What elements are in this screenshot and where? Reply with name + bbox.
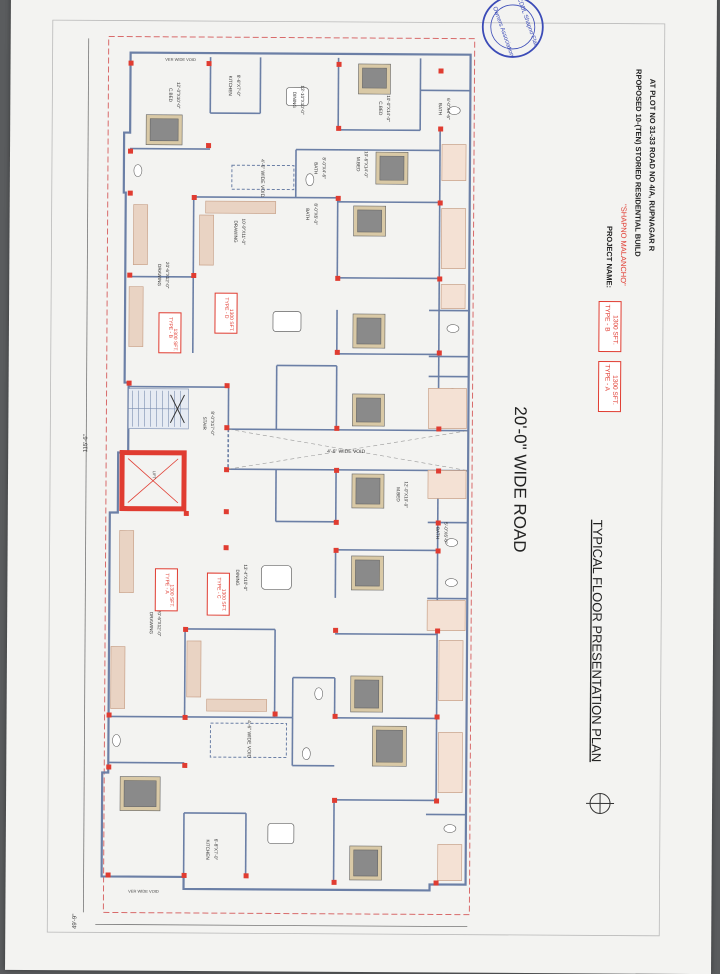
dining-tables xyxy=(260,87,309,843)
cbed2-label: C.BED xyxy=(168,88,173,103)
sheet-title: TYPICAL FLOOR PRESENTATION PLAN xyxy=(589,520,605,763)
stair-size: 8'-0"X17'-0" xyxy=(210,411,215,435)
kitchen2-label: KITCHEN xyxy=(205,839,210,859)
type-a-area: 1300 SFT. xyxy=(168,584,174,607)
legend-type-a-area: 1300 SFT. xyxy=(611,375,618,405)
bath-size: 6'-0"X4'-6" xyxy=(446,98,451,120)
project-name: "SHAPNO MALANCHO" xyxy=(619,204,629,286)
top-void-label: 4'-6" WIDE VOID xyxy=(259,159,265,197)
bath3-size: 8'-0"X6'-0" xyxy=(313,203,318,225)
cbed-size: 10'-0"X14'-0" xyxy=(386,95,391,122)
stair-treads xyxy=(128,389,188,429)
stair-label: STAIR xyxy=(202,417,207,431)
bottom-void-label: 4'-6" WIDE VOID xyxy=(246,720,252,758)
bath4-label: BATH xyxy=(435,527,440,539)
legend-type-b-area: 1300 SFT. xyxy=(611,315,618,345)
overall-width-dim-line xyxy=(95,924,467,926)
cbed-label: C.BED xyxy=(378,101,383,116)
kitchen2-size: 6'-8"X7'-0" xyxy=(213,839,218,861)
type-b-area: 1300 SFT. xyxy=(172,328,178,351)
drawing3-label: DRAWING xyxy=(149,612,154,634)
bath3-label: BATH xyxy=(305,208,310,220)
drawing3-size: 20'-6"X12'-0" xyxy=(157,610,162,637)
dining2-label: DINING xyxy=(235,569,240,586)
legend-type-b: TYPE - B xyxy=(603,304,610,331)
bath-label: BATH xyxy=(438,103,443,115)
bath2-size: 8'-0"X4'-6" xyxy=(322,157,327,179)
dining-size: 13'-10"X10'-0" xyxy=(300,85,305,114)
legend: TYPE - A 1300 SFT. TYPE - B 1300 SFT. xyxy=(598,301,621,411)
mbed2-label: M.BED xyxy=(396,487,401,502)
project-heading: PROJECT NAME: xyxy=(605,226,614,288)
drawing-label: DRAWING xyxy=(157,264,162,286)
floor-plan-drawing: 115'-6" 49'-9" 4'-6" WIDE VOID xyxy=(5,0,717,956)
dining-label: DINING xyxy=(292,92,297,109)
drawing2-label: DRAWING xyxy=(233,220,238,242)
dining2-size: 13'-4"X10'-0" xyxy=(243,564,248,591)
project-info: PROJECT NAME: "SHAPNO MALANCHO" RPOPOSED… xyxy=(605,69,658,288)
mbed-size: 10'-6"X14'-0" xyxy=(364,151,369,178)
type-d-area: 1300 SFT. xyxy=(228,309,234,332)
mid-void-label: 4'-6" WIDE VOID xyxy=(327,449,365,455)
project-line-2: AT PLOT NO 31-33 ROAD NO 4/A, RUPNAGAR R xyxy=(647,79,657,252)
project-line-1: RPOPOSED 10-(TEN) STORIED RESIDENTIAL BU… xyxy=(633,69,643,257)
overall-length-dim: 115'-6" xyxy=(83,434,89,452)
verandahs xyxy=(426,144,468,880)
kitchen-size: 8'-6"X7'-0" xyxy=(236,75,241,97)
overall-length-dim-line xyxy=(83,38,88,912)
drawing-size: 20'-6"X12'-0" xyxy=(165,262,170,289)
road-label: 20'-0" WIDE ROAD xyxy=(510,406,530,552)
drawing-sheet: 115'-6" 49'-9" 4'-6" WIDE VOID xyxy=(5,0,717,974)
kitchen-label: KITCHEN xyxy=(228,76,233,96)
verandah-void-label: VER WIDE VOID xyxy=(165,57,196,62)
bath2-label: BATH xyxy=(313,162,318,174)
drawing2-size: 10'-9"X11'-0" xyxy=(241,219,246,246)
bath4-size: 5'-0"X6'-0" xyxy=(443,522,448,544)
voids xyxy=(210,165,294,757)
association-stamp: CDDL Shapno Flat Owners Association xyxy=(483,0,543,58)
overall-width-dim: 49'-9" xyxy=(72,914,78,929)
lift-label: LIFT xyxy=(152,471,157,480)
mbed-label: M.BED xyxy=(356,157,361,172)
type-c-area: 1300 SFT. xyxy=(220,589,226,612)
mbed2-size: 12'-0"X10'-0" xyxy=(404,481,409,508)
cbed2-size: 12'-0"X10'-0" xyxy=(176,82,181,109)
verandah-void-label-bottom: VER WIDE VOID xyxy=(128,889,159,894)
legend-type-a: TYPE - A xyxy=(603,364,610,391)
